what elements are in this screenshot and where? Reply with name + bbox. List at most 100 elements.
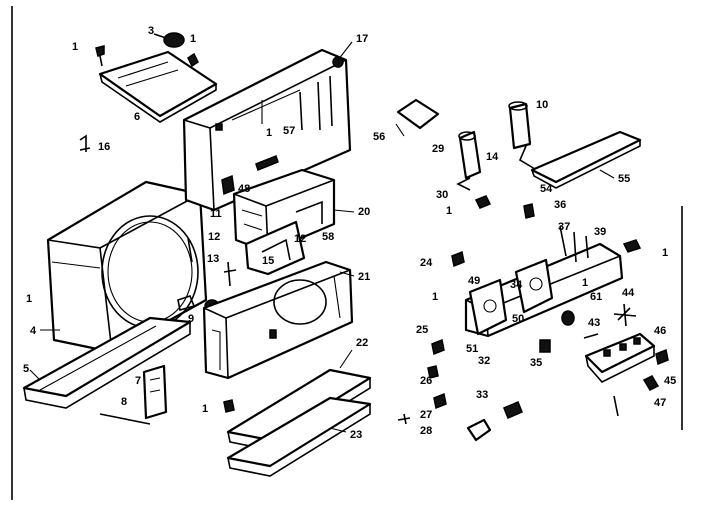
- part-callout-label: 10: [536, 99, 548, 111]
- part-callout-label: 49: [468, 275, 480, 287]
- part-callout-label: 1: [432, 291, 438, 303]
- part-callout-label: 1: [662, 247, 668, 259]
- part-28: [397, 413, 411, 425]
- part-callout-label: 57: [283, 125, 295, 137]
- clip-43: [583, 333, 599, 339]
- clip-30: [474, 195, 492, 209]
- part-callout-label: 1: [446, 205, 452, 217]
- knob-24: [451, 250, 465, 268]
- part-callout-label: 1: [582, 277, 588, 289]
- knob-33b: [503, 401, 523, 419]
- part-callout-label: 32: [478, 355, 490, 367]
- part-callout-label: 17: [356, 33, 368, 45]
- part-callout-label: 1: [72, 41, 78, 53]
- part-callout-label: 23: [350, 429, 362, 441]
- part-callout-label: 55: [618, 173, 630, 185]
- screw-lower: [223, 399, 235, 413]
- bulkhead-panel: [202, 260, 354, 380]
- part-callout-label: 36: [554, 199, 566, 211]
- part-callout-label: 43: [588, 317, 600, 329]
- clip-54: [523, 203, 535, 219]
- part-callout-label: 13: [207, 253, 219, 265]
- screw: [95, 45, 105, 67]
- part-callout-label: 33: [476, 389, 488, 401]
- part-callout-label: 3: [148, 25, 154, 37]
- capacitor-14: [458, 130, 482, 180]
- part-callout-label: 14: [486, 151, 499, 163]
- part-callout-label: 11: [210, 208, 222, 220]
- capacitor-10: [508, 101, 532, 150]
- mounting-plate-56: [396, 98, 440, 130]
- base-tray: [22, 316, 192, 409]
- part-callout-label: 47: [654, 397, 666, 409]
- part-callout-label: 20: [358, 206, 370, 218]
- bracket-9: [177, 295, 196, 312]
- part-callout-label: 1: [26, 293, 32, 305]
- part-callout-label: 50: [512, 313, 524, 325]
- clip-part: [153, 32, 185, 48]
- clip-16: [79, 134, 91, 152]
- part-callout-label: 5: [23, 363, 29, 375]
- part-25: [431, 338, 445, 356]
- part-callout-label: 22: [356, 337, 368, 349]
- clip-48: [255, 155, 279, 171]
- drain-pan-lower: [226, 396, 372, 477]
- part-callout-label: 9: [188, 313, 194, 325]
- stud: [187, 237, 193, 263]
- part-callout-label: 30: [436, 189, 448, 201]
- part-callout-label: 44: [622, 287, 635, 299]
- front-grille-panel: [46, 180, 208, 354]
- post-13: [223, 261, 237, 287]
- part-callout-label: 45: [664, 375, 676, 387]
- part-callout-label: 54: [540, 183, 553, 195]
- part-callout-label: 46: [654, 325, 666, 337]
- part-callout-label: 21: [358, 271, 370, 283]
- part-callout-label: 6: [134, 111, 140, 123]
- block-35: [539, 339, 551, 353]
- part-callout-label: 56: [373, 131, 385, 143]
- part-callout-label: 51: [466, 343, 478, 355]
- knob-33: [466, 418, 492, 442]
- top-cover-plate: [98, 50, 218, 123]
- part-callout-label: 26: [420, 375, 432, 387]
- knob-61: [561, 310, 575, 326]
- leader-lines: [29, 41, 615, 433]
- part-callout-label: 1: [202, 403, 208, 415]
- part-callout-label: 4: [30, 325, 37, 337]
- part-callout-label: 8: [121, 396, 127, 408]
- side-bracket: [142, 364, 168, 420]
- part-callout-label: 1: [266, 127, 272, 139]
- blower-housing: [232, 168, 336, 254]
- part-callout-label: 7: [135, 375, 141, 387]
- part-callout-label: 37: [558, 221, 570, 233]
- part-callout-label: 39: [594, 226, 606, 238]
- star-knob-44: [613, 303, 637, 327]
- switch-plate: [584, 332, 656, 383]
- part-callout-label: 12: [294, 233, 306, 245]
- part-callout-label: 16: [98, 141, 110, 153]
- part-26: [427, 365, 439, 379]
- part-callout-label: 34: [510, 279, 523, 291]
- part-callout-label: 15: [262, 255, 274, 267]
- part-callout-label: 58: [322, 231, 334, 243]
- part-callout-label: 48: [238, 183, 250, 195]
- part-callout-label: 35: [530, 357, 542, 369]
- part-callout-label: 24: [420, 257, 433, 269]
- part-callout-label: 12: [208, 231, 220, 243]
- screw-47: [613, 395, 619, 417]
- part-callout-label: 1: [190, 33, 196, 45]
- part-callout-label: 29: [432, 143, 444, 155]
- scroll-duct: [244, 220, 306, 276]
- part-callout-label: 28: [420, 425, 432, 437]
- part-27: [433, 392, 447, 410]
- knob-45: [655, 348, 669, 366]
- screw-right: [622, 239, 642, 253]
- screw-small: [187, 52, 199, 68]
- part-callout-label: 27: [420, 409, 432, 421]
- wire-harness: [456, 145, 541, 191]
- part-callout-label: 61: [590, 291, 602, 303]
- rear-partition-panel: [182, 48, 352, 212]
- control-chassis: [464, 225, 624, 338]
